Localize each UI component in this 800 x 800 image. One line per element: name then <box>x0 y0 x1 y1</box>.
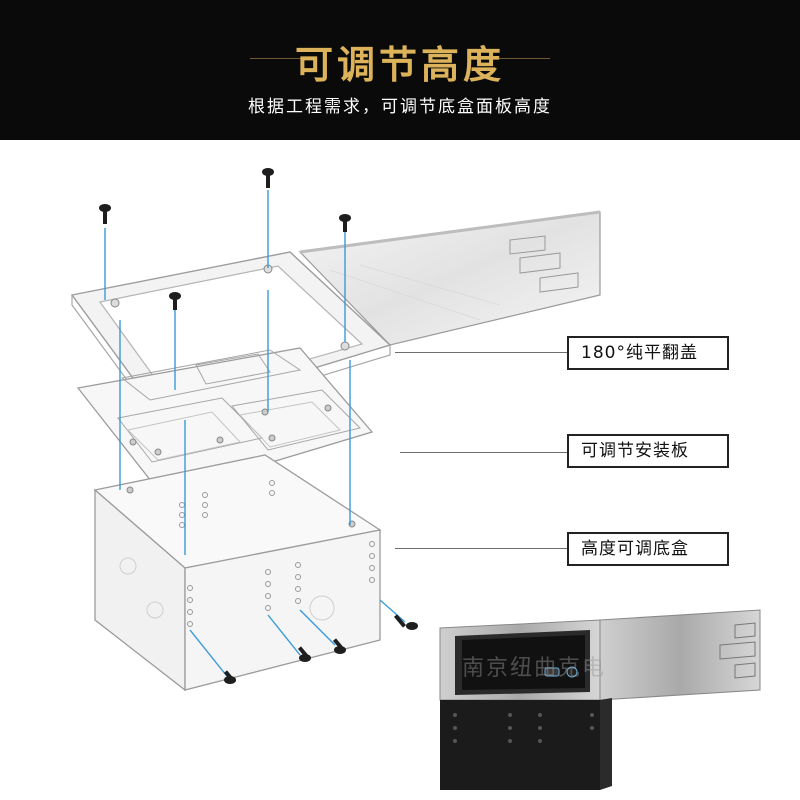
watermark: 南京纽曲克电 <box>462 656 607 681</box>
flip-lid <box>298 210 601 346</box>
label-mounting-plate: 可调节安装板 <box>567 434 729 468</box>
title-ornament-right <box>490 58 550 59</box>
screw-icon <box>223 670 237 684</box>
leader-line-plate <box>400 452 567 453</box>
screw-icon <box>99 204 111 224</box>
exploded-diagram <box>70 168 761 790</box>
page-title: 可调节高度 <box>294 43 505 87</box>
screw-icon <box>339 214 351 232</box>
screw-icon <box>297 646 311 662</box>
screw-icon <box>393 614 418 630</box>
assembly-guides <box>104 190 406 681</box>
header-banner: 可调节高度 根据工程需求，可调节底盒面板高度 <box>0 0 800 140</box>
leader-line-lid <box>395 352 567 353</box>
base-box <box>93 454 382 692</box>
screws <box>99 168 418 684</box>
leader-line-box <box>395 548 567 549</box>
screw-icon <box>262 168 274 188</box>
label-base-box: 高度可调底盒 <box>567 532 729 566</box>
screw-icon <box>332 638 346 654</box>
product-photo <box>439 609 761 790</box>
page-subtitle: 根据工程需求，可调节底盒面板高度 <box>248 97 552 117</box>
mounting-plate <box>76 347 374 496</box>
title-ornament-left <box>250 58 310 59</box>
label-flip-lid: 180°纯平翻盖 <box>567 336 729 370</box>
screw-icon <box>169 292 181 310</box>
top-frame <box>70 251 392 426</box>
